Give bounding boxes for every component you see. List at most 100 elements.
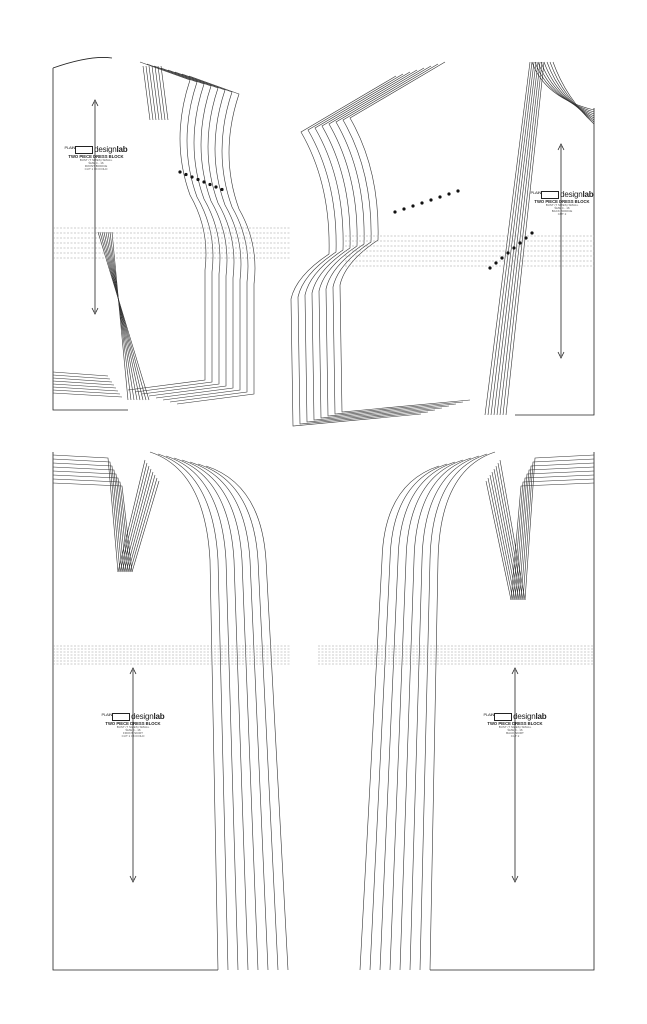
back-skirt-piece — [318, 451, 595, 971]
piece-detail: CUT 1 ON FOLD — [121, 734, 145, 739]
size-line — [429, 451, 496, 971]
piece-detail: CUT 2 — [510, 734, 520, 739]
size-line — [189, 461, 269, 971]
dart-line — [101, 231, 144, 401]
shoulder-dart — [157, 65, 166, 121]
dart-line — [499, 459, 526, 601]
size-line — [169, 73, 249, 403]
piece-detail: SIZE 4 - 16 — [125, 728, 141, 733]
notch-dot — [518, 241, 522, 245]
dart-line — [131, 480, 160, 573]
size-line — [325, 65, 457, 417]
dart-line — [103, 231, 141, 401]
front-skirt-piece — [52, 451, 290, 971]
piece-detail: SIZE 4 - 16 — [554, 206, 570, 211]
size-line — [399, 457, 472, 971]
neckline — [552, 61, 595, 125]
size-line — [181, 459, 259, 971]
dart-line — [502, 61, 543, 416]
dart-line — [125, 471, 154, 573]
dart-line — [107, 231, 135, 401]
piece-detail: BUST (7 SIZES) SMALL — [79, 157, 113, 162]
hem-line — [52, 392, 123, 398]
notch-dot — [190, 175, 194, 179]
size-line — [162, 71, 242, 401]
piece-detail: FRONT BODICE — [84, 164, 108, 169]
size-line — [290, 75, 422, 427]
size-line — [127, 61, 207, 391]
size-line — [173, 457, 249, 971]
size-line — [157, 453, 229, 971]
notch-dot — [196, 177, 200, 182]
notch-dot — [456, 189, 460, 193]
piece-detail: FRONT SKIRT — [123, 731, 143, 736]
piece-detail: BACK BODICE — [551, 209, 573, 214]
size-line — [149, 451, 219, 971]
dart-line — [499, 61, 541, 416]
notch-dot — [178, 170, 182, 174]
hem-line — [52, 371, 109, 377]
dart-line — [497, 462, 524, 601]
notch-dot — [202, 180, 206, 184]
dart-line — [490, 61, 535, 416]
size-line — [369, 463, 448, 971]
neckline — [540, 61, 595, 117]
piece-title: TWO PIECE DRESS BLOCK — [105, 720, 161, 726]
size-line — [165, 455, 239, 971]
size-line — [297, 73, 429, 425]
size-line — [339, 61, 471, 413]
neckline — [543, 61, 595, 119]
dart-line — [52, 474, 129, 573]
dart-line — [123, 468, 152, 573]
dart-line — [484, 61, 531, 416]
dart-line — [485, 480, 512, 601]
dart-line — [52, 470, 127, 573]
size-line — [311, 69, 443, 421]
shoulder-dart — [145, 65, 154, 121]
hem-line — [52, 374, 111, 380]
dart-line — [522, 458, 595, 601]
size-line — [409, 455, 480, 971]
notch-dot — [184, 172, 188, 177]
shoulder-dart — [154, 65, 163, 121]
dart-line — [493, 61, 537, 416]
dart-line — [97, 231, 150, 401]
shoulder-dart — [142, 65, 151, 121]
dart-line — [119, 462, 148, 573]
piece-detail: CUT 1 ON FOLD — [84, 167, 108, 172]
dart-line — [105, 231, 138, 401]
hem-line — [52, 389, 121, 395]
piece-detail: BACK SKIRT — [506, 731, 524, 736]
size-line — [148, 67, 228, 397]
dart-line — [491, 471, 518, 601]
dart-line — [52, 482, 133, 573]
notch-dot — [220, 187, 224, 192]
notch-dot — [530, 231, 534, 235]
piece-detail: BUST (7 SIZES) SMALL — [498, 724, 532, 729]
dart-line — [52, 454, 119, 573]
dart-line — [524, 454, 595, 601]
notch-dot — [214, 185, 218, 189]
notch-dot — [500, 256, 504, 260]
back-bodice-piece — [290, 61, 595, 427]
dart-line — [493, 468, 520, 601]
notch-dot — [429, 198, 433, 202]
piece-detail: SIZE 4 - 16 — [88, 161, 104, 166]
piece-title: TWO PIECE DRESS BLOCK — [487, 720, 543, 726]
notch-dot — [494, 261, 498, 265]
notch-dot — [402, 207, 406, 211]
size-line — [155, 69, 235, 399]
dart-line — [514, 474, 595, 601]
dart-line — [512, 478, 595, 601]
size-line — [134, 63, 214, 393]
notch-dot — [411, 204, 415, 208]
neckline — [546, 61, 595, 121]
dart-line — [496, 61, 539, 416]
piece-title: TWO PIECE DRESS BLOCK — [534, 198, 590, 204]
size-line — [304, 71, 436, 423]
